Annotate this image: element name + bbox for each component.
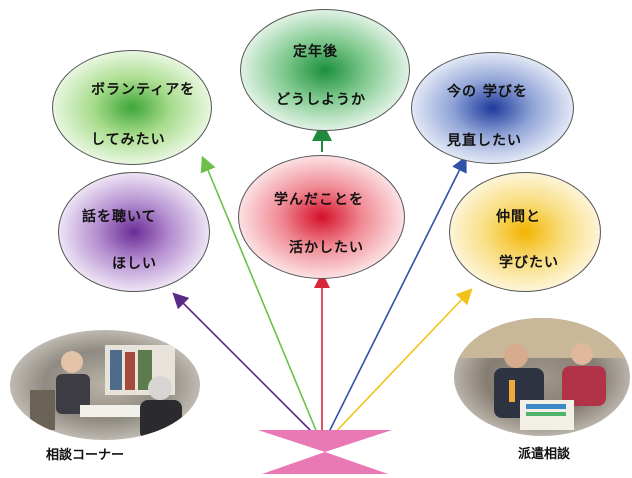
bubble-retirement-line2: どうしようか xyxy=(276,92,366,108)
bubble-apply xyxy=(238,155,405,279)
bubble-listen-line1: 話を聴いて xyxy=(82,209,157,225)
bubble-peers-line1: 仲間と xyxy=(496,209,541,225)
dispatch-consult-photo xyxy=(454,318,630,436)
bubble-listen-line2: ほしい xyxy=(112,256,157,272)
bubble-peers xyxy=(449,172,601,292)
bubble-review-line1: 今の 学びを xyxy=(447,84,528,100)
center-hourglass-shape-bottom xyxy=(262,452,388,474)
consult-corner-scene xyxy=(30,345,182,440)
arrow-to-volunteer xyxy=(200,155,321,441)
bubble-peers-line2: 学びたい xyxy=(499,255,559,271)
bubble-review-line2: 見直したい xyxy=(447,133,522,149)
caption-consult-corner: 相談コーナー xyxy=(46,448,125,463)
arrow-to-listen xyxy=(172,292,321,441)
consult-corner-photo xyxy=(10,330,200,440)
bubble-retirement-line1: 定年後 xyxy=(293,44,338,60)
bubble-listen xyxy=(58,172,210,292)
bubble-review xyxy=(411,52,574,164)
bubble-volunteer xyxy=(52,50,212,165)
arrow-to-review xyxy=(324,155,467,441)
center-hourglass-shape xyxy=(258,430,392,452)
arrow-to-peers xyxy=(327,288,473,441)
caption-dispatch-consult: 派遣相談 xyxy=(518,447,571,462)
bubble-retirement xyxy=(240,9,410,131)
dispatch-consult-scene xyxy=(454,318,630,430)
bubble-volunteer-line2: してみたい xyxy=(91,132,166,148)
bubble-volunteer-line1: ボランティアを xyxy=(91,82,196,98)
bubble-apply-line2: 活かしたい xyxy=(289,240,364,256)
bubble-apply-line1: 学んだことを xyxy=(274,192,364,208)
